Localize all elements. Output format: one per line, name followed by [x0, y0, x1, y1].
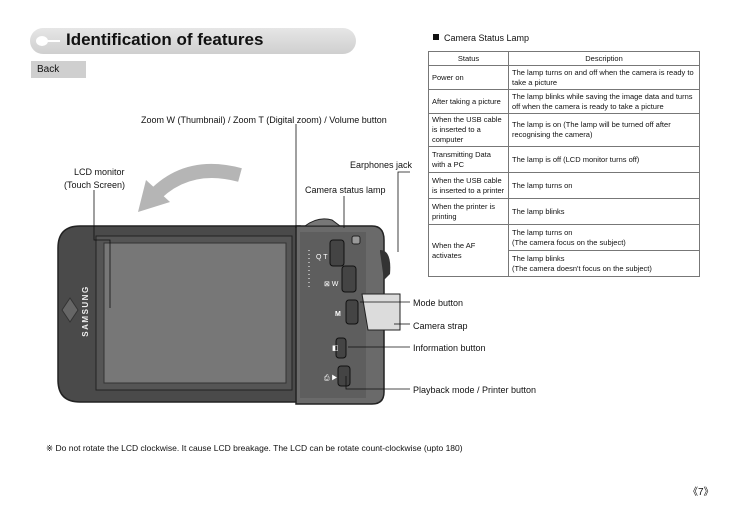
- description-cell: The lamp turns on and off when the camer…: [508, 65, 700, 90]
- status-cell: When the USB cable is inserted to a prin…: [428, 172, 509, 199]
- title-bar: [30, 28, 356, 54]
- status-lamp-label: Camera status lamp: [305, 185, 386, 195]
- zoom-t-icon: Q T: [316, 254, 328, 261]
- playback-icon: ⎙ ▶: [324, 374, 338, 382]
- status-cell: After taking a picture: [428, 89, 509, 114]
- description-cell: The lamp blinks: [508, 198, 700, 225]
- caution-note: ※ Do not rotate the LCD clockwise. It ca…: [46, 443, 463, 453]
- description-cell: The lamp turns on: [508, 172, 700, 199]
- zoom-w-icon: ⊠ W: [324, 281, 339, 288]
- table-row: When the AF activates The lamp turns on(…: [428, 224, 700, 277]
- table-row: After taking a picture The lamp blinks w…: [428, 89, 700, 114]
- strap-label: Camera strap: [413, 321, 468, 331]
- earphones-port: [380, 250, 391, 280]
- status-cell: When the AF activates: [428, 224, 509, 277]
- lamp-heading: Camera Status Lamp: [433, 33, 529, 43]
- info-button-shape: [335, 337, 347, 359]
- zoom-w-button: [341, 265, 357, 293]
- table-row: When the USB cable is inserted to a comp…: [428, 113, 700, 147]
- rotation-arrow-icon: [144, 163, 242, 205]
- description-cell: The lamp blinks(The camera doesn't focus…: [508, 250, 700, 277]
- description-cell: The lamp turns on(The camera focus on th…: [508, 224, 700, 251]
- description-cell: The lamp is off (LCD monitor turns off): [508, 146, 700, 173]
- table-row: Power on The lamp turns on and off when …: [428, 65, 700, 90]
- description-line: The lamp turns on: [512, 227, 573, 237]
- status-cell: Transmitting Data with a PC: [428, 146, 509, 173]
- info-label: Information button: [413, 343, 486, 353]
- lamp-table: Status Description Power on The lamp tur…: [428, 51, 700, 277]
- status-cell: When the printer is printing: [428, 198, 509, 225]
- table-row: The lamp blinks(The camera doesn't focus…: [429, 250, 700, 277]
- lcd-label-line1: LCD monitor: [74, 167, 125, 177]
- earphones-label: Earphones jack: [350, 160, 413, 170]
- side-grip: [61, 297, 79, 323]
- strap-loop: [361, 293, 401, 331]
- table-row: Transmitting Data with a PC The lamp is …: [428, 146, 700, 173]
- bullet-square-icon: [433, 34, 439, 40]
- description-line: The lamp blinks: [512, 253, 565, 263]
- description-cell: The lamp is on (The lamp will be turned …: [508, 113, 700, 147]
- table-row: When the USB cable is inserted to a prin…: [428, 172, 700, 199]
- description-line: (The camera focus on the subject): [512, 237, 626, 247]
- playback-button-shape: [337, 365, 351, 387]
- col-description: Description: [508, 51, 700, 66]
- info-icon: ◧: [332, 345, 339, 352]
- lcd-screen: [103, 242, 287, 384]
- table-row: When the printer is printing The lamp bl…: [428, 198, 700, 225]
- page-number: 《7》: [688, 487, 714, 498]
- col-status: Status: [428, 51, 509, 66]
- mode-label: Mode button: [413, 298, 464, 308]
- description-cell: The lamp blinks while saving the image d…: [508, 89, 700, 114]
- title-bullet-line: [46, 40, 60, 42]
- mode-icon: M: [335, 311, 341, 318]
- zoom-label: Zoom W (Thumbnail) / Zoom T (Digital zoo…: [141, 115, 387, 125]
- status-lamp: [351, 235, 361, 245]
- title-bullet-icon: [36, 36, 48, 46]
- lcd-label-line2: (Touch Screen): [64, 180, 126, 190]
- status-cell: When the USB cable is inserted to a comp…: [428, 113, 509, 147]
- back-button[interactable]: Back: [31, 61, 86, 78]
- table-header-row: Status Description: [428, 51, 700, 66]
- top-knob: [303, 218, 342, 227]
- mode-button-shape: [345, 299, 359, 325]
- lamp-heading-text: Camera Status Lamp: [444, 33, 530, 43]
- playback-label: Playback mode / Printer button: [413, 385, 537, 395]
- rotation-arrow-head-icon: [138, 180, 170, 212]
- brand-logo: SAMSUNG: [81, 285, 90, 336]
- zoom-t-button: [329, 239, 345, 267]
- page-title: Identification of features: [66, 30, 264, 49]
- description-line: (The camera doesn't focus on the subject…: [512, 263, 652, 273]
- status-cell: Power on: [428, 65, 509, 90]
